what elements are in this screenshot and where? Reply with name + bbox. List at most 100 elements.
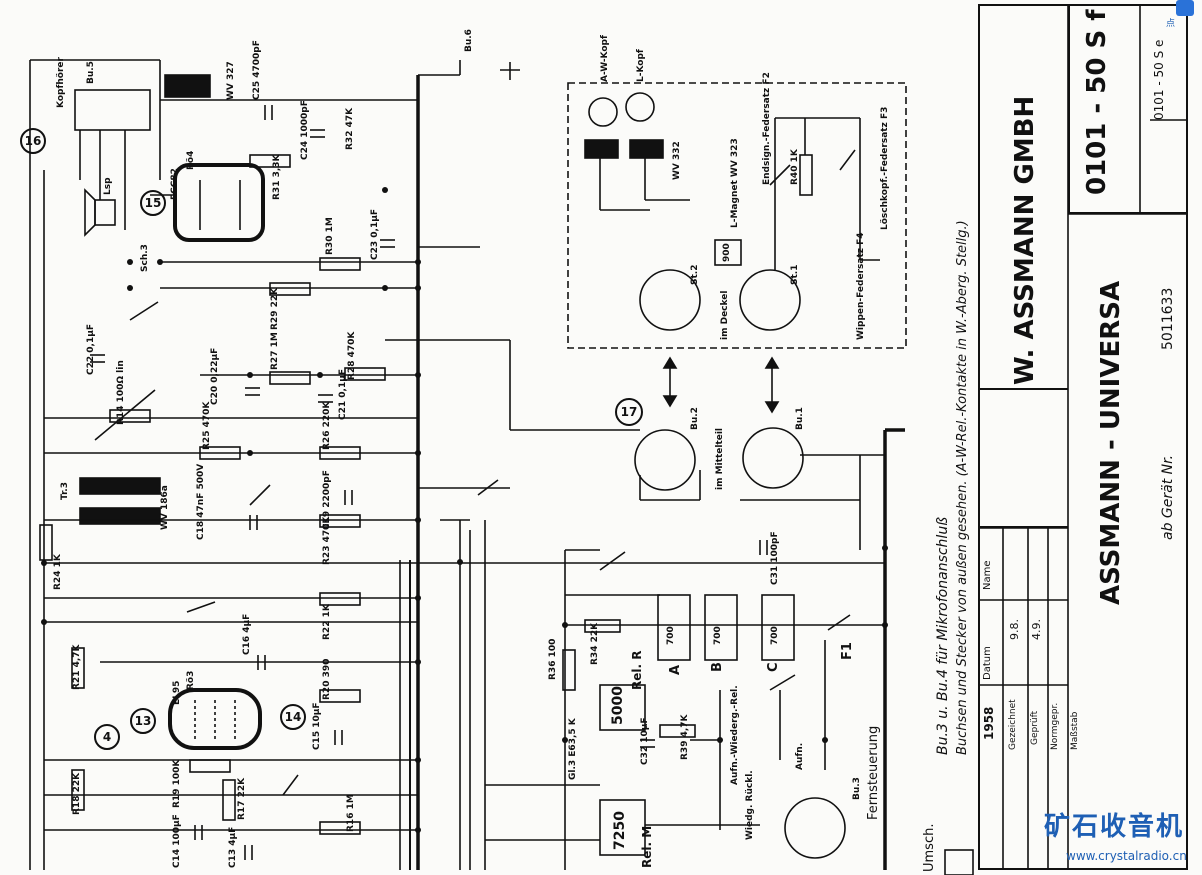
checked-label: Geprüft (1030, 710, 1040, 745)
label-loeschkopf: Löschkopf.-Federsatz F3 (880, 106, 890, 230)
label-c13: C13 4µF (228, 826, 238, 868)
mic-note: Bu.3 u. Bu.4 für Mikrofonanschluß (935, 516, 951, 755)
company-name: W. ASSMANN GMBH (1010, 95, 1040, 385)
umsch-label: Umsch. (922, 823, 937, 872)
remote-label: Fernsteuerung (866, 725, 881, 820)
label-r22: R22 1K (322, 604, 332, 640)
label-r21: R21 4,7K (72, 644, 82, 690)
label-bu5: Bu.5 (86, 61, 96, 84)
label-c22: C22 0,1µF (86, 324, 96, 375)
from-label: ab Gerät Nr. (1160, 454, 1176, 540)
circled-number-17: 17 (615, 398, 643, 426)
label-c25: C25 4700pF (252, 40, 262, 100)
label-c32: C32 10µF (640, 717, 650, 765)
circled-number-15: 15 (140, 190, 166, 216)
label-sch3: Sch.3 (140, 244, 150, 272)
label-wippen: Wippen-Federsatz F4 (856, 232, 866, 340)
scale-label: Maßstab (1070, 711, 1080, 750)
label-coil-b: B (710, 662, 725, 672)
drawing-number-box (1068, 4, 1188, 214)
label-bu2: Bu.2 (690, 407, 700, 430)
label-c23: C23 0,1µF (370, 209, 380, 260)
label-r14: R14 100Ω lin (116, 360, 126, 425)
label-gl3: Gl.3 E63,5 K (568, 718, 578, 780)
label-r30: R30 1M (325, 217, 335, 255)
label-r16: R16 1M (346, 794, 356, 832)
title-block (978, 4, 1188, 870)
label-aw-kopf: A-W-Kopf (600, 35, 610, 82)
drawing-number-main: 0101 - 50 S f (1082, 9, 1112, 195)
label-coil-c: C (766, 662, 781, 672)
label-wiedg-rueck: Wiedg. Rückl. (745, 770, 755, 840)
from-number: 5011633 (1160, 287, 1176, 350)
label-r39: R39 4,7K (680, 714, 690, 760)
label-coil-a-value: 700 (666, 626, 676, 645)
label-r31: R31 3,3K (272, 154, 282, 200)
label-coil-b-value: 700 (713, 626, 723, 645)
label-st2: St.2 (690, 264, 700, 285)
label-relay-900: 900 (722, 243, 732, 262)
label-coil-c-value: 700 (770, 626, 780, 645)
label-bu1: Bu.1 (795, 407, 805, 430)
label-im-deckel: im Deckel (720, 290, 730, 340)
label-c14: C14 100µF (172, 814, 182, 868)
label-coil-a: A (668, 664, 683, 675)
label-wv186: WV 186a (160, 485, 170, 530)
label-r25: R25 470K (202, 401, 212, 450)
label-rel-m: Rel. M (640, 825, 654, 868)
label-r28: R28 470K (347, 331, 357, 380)
socket-note: Buchsen und Stecker von außen gesehen. (… (955, 220, 970, 755)
label-kopfhorer: Kopfhörer (56, 57, 66, 108)
label-bu3: Bu.3 (852, 777, 862, 800)
circled-number-16: 16 (20, 128, 46, 154)
label-rel-m-value: 7250 (612, 811, 628, 850)
label-r17: R17 22K (237, 777, 247, 820)
label-c24: C24 1000pF (300, 100, 310, 160)
label-wv327: WV 327 (226, 61, 236, 100)
label-bu6: Bu.6 (464, 29, 474, 52)
circled-number-13: 13 (130, 708, 156, 734)
label-r20: R20 390 (322, 658, 332, 700)
label-endsign: Endsign.-Federsatz F2 (762, 72, 772, 185)
label-l-kopf: L-Kopf (636, 49, 646, 82)
year-cell: 1958 (982, 706, 996, 740)
label-c31: C31 100pF (770, 531, 780, 585)
label-rel-r: Rel. R (630, 650, 644, 690)
label-ecc82: ECC82 (170, 168, 180, 200)
label-c18: C18 47nF 500V (196, 463, 206, 540)
label-ro4: Rö4 (186, 150, 196, 170)
corner-hint: 点 (1166, 19, 1176, 29)
watermark-cn: 矿石收音机 (1044, 812, 1185, 842)
label-r34: R34 22K (590, 622, 600, 665)
label-c16: C16 4µF (242, 613, 252, 655)
watermark-url: www.crystalradio.cn (1066, 849, 1187, 863)
date-label: Datum (982, 646, 993, 680)
drawing-number-sub: 0101 - 50 S e (1152, 39, 1166, 120)
company-box (978, 388, 1068, 528)
checked-date: 4.9. (1030, 619, 1043, 640)
label-tr3: Tr.3 (60, 482, 70, 500)
label-ro3: Rö3 (186, 670, 196, 690)
label-r18: R18 22K (72, 772, 82, 815)
circled-number-4: 4 (94, 724, 120, 750)
label-el95: EL95 (172, 680, 182, 705)
corner-badge-icon[interactable] (1176, 0, 1194, 16)
label-c15: C15 10µF (312, 702, 322, 750)
product-name: ASSMANN - UNIVERSA (1096, 280, 1126, 605)
label-r24: R24 1K (53, 554, 63, 590)
label-im-mittelteil: im Mittelteil (715, 427, 725, 490)
label-r27: R27 1M (270, 332, 280, 370)
label-lsp: Lsp (103, 177, 113, 195)
label-r40: R40 1K (790, 149, 800, 185)
label-aufn: Aufn. (795, 742, 805, 770)
drawn-date: 9.8. (1008, 619, 1021, 640)
name-label: Name (982, 560, 993, 590)
label-r36: R36 100 (548, 638, 558, 680)
norm-label: Normgepr. (1050, 702, 1060, 750)
label-r19: R19 100K (172, 759, 182, 808)
watermark: 矿石收音机 www.crystalradio.cn (1036, 806, 1202, 875)
label-r29: R29 22K (270, 287, 280, 330)
drawn-label: Gezeichnet (1008, 699, 1018, 750)
